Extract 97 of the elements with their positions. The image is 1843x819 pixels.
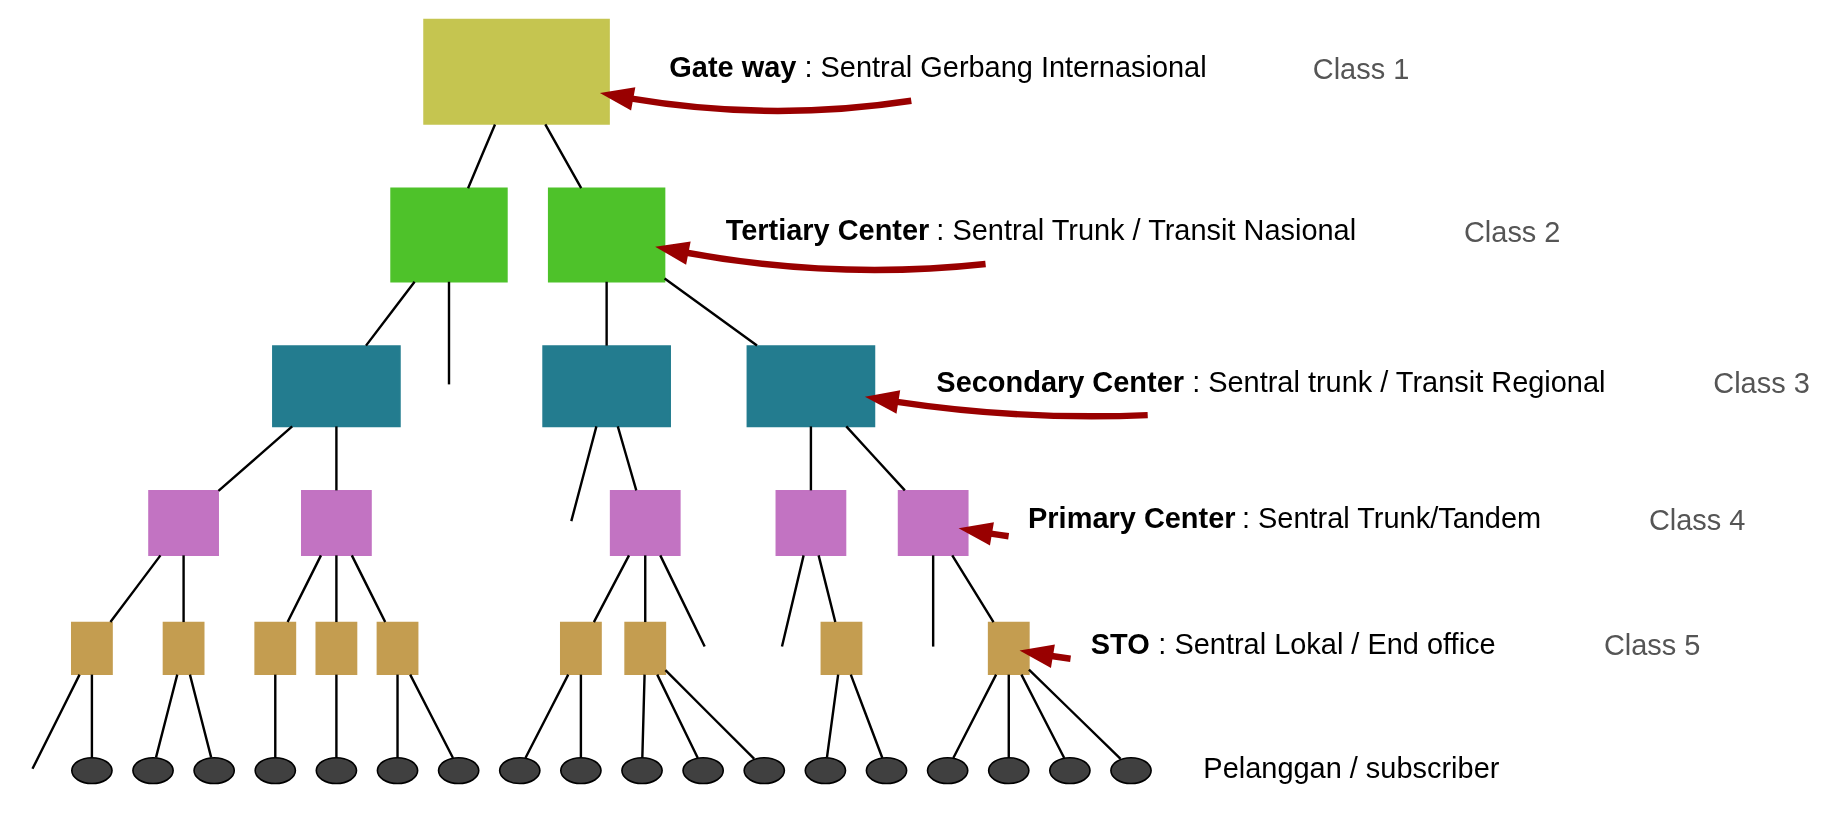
node-box [542,345,671,428]
node-label: Class 3 [1713,367,1810,400]
node-circle [193,756,236,785]
connector [579,674,583,758]
node-box [423,18,610,125]
node-box [390,187,508,283]
connector [825,674,840,758]
node-label: Class 5 [1603,629,1701,662]
node-label: Class 2 [1463,216,1561,249]
node-text: Tertiary Center : Sentral Trunk / Transit Nasional [725,214,1357,247]
node-box [301,489,372,556]
node-box [148,489,219,556]
node-label: Class 1 [1312,52,1410,85]
node-circle [926,756,969,785]
node-box [272,345,401,428]
connector [1007,674,1010,758]
connector [570,426,598,522]
node-circle [743,756,786,785]
connector [656,674,699,759]
connector [154,674,179,758]
connector [466,123,497,189]
node-circle [498,756,541,785]
node-text: Gate way : Sentral Gerbang Internasional [669,51,1207,84]
node-box [775,489,847,556]
arrow [1019,644,1071,668]
connector [931,555,935,647]
connector [274,674,277,758]
connector [641,674,646,758]
node-circle [437,756,480,785]
node-box [376,621,419,675]
node-box [897,489,969,556]
node-circle [132,756,174,785]
connector [1028,668,1122,760]
connector [188,674,213,758]
node-circle [987,756,1030,785]
connector [592,554,631,623]
connector [616,426,638,491]
connector [182,555,185,623]
connector [524,674,570,759]
connector [951,554,995,623]
connector [952,674,998,759]
node-text: STO : Sentral Lokal / End office [1090,627,1496,660]
node-text: Secondary Center : Sentral trunk / Transit Regional [936,365,1606,398]
node-circle [254,756,297,785]
node-box [820,621,863,675]
connector [31,674,81,770]
connector [544,123,583,189]
connector [659,554,706,648]
arrow [958,522,1010,546]
node-label: Class 4 [1648,503,1746,536]
arrow [655,241,986,274]
node-box [746,345,876,428]
connector [217,425,293,492]
connector [817,555,837,623]
connector [396,674,399,758]
node-circle [560,756,602,785]
node-box [609,489,681,556]
node-circle [315,756,358,785]
connector [780,555,805,647]
connector [365,281,416,347]
node-box [547,187,666,283]
connector [809,426,813,491]
connector [447,281,451,385]
node-circle [1110,756,1152,785]
connector [350,554,387,623]
node-circle [71,756,113,785]
node-circle [804,756,847,785]
node-box [162,621,205,675]
connector [90,674,94,758]
connector [335,555,338,623]
connector [605,281,608,346]
connector [849,674,884,759]
connector [109,554,162,623]
connector [335,426,338,491]
node-box [624,621,667,675]
connector [409,674,455,759]
connector [1020,674,1066,759]
arrow [599,87,912,115]
node-circle [865,756,908,785]
node-text: Primary Center : Sentral Trunk/Tandem [1028,502,1542,535]
node-box [560,621,602,675]
node-circle [376,756,419,785]
node-box [254,621,297,675]
connector [663,277,758,347]
node-box [315,621,358,675]
label: Pelanggan / subscriber [1203,751,1500,784]
connector [845,425,906,492]
node-box [987,621,1030,675]
connector [664,669,756,760]
node-circle [1048,756,1091,785]
node-circle [621,756,663,785]
arrow [864,390,1148,420]
connector [644,555,647,623]
node-box [71,621,113,675]
connector [286,554,323,623]
connector [335,674,338,758]
node-circle [682,756,725,785]
